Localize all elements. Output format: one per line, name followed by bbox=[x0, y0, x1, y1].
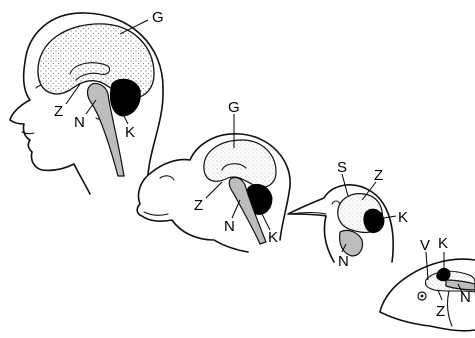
human-label-g: G bbox=[152, 9, 164, 26]
bird-eye bbox=[332, 201, 340, 204]
fish-label-n: N bbox=[460, 289, 471, 306]
monkey-label-g: G bbox=[228, 99, 240, 116]
human-head-group: G Z N K bbox=[10, 9, 164, 194]
monkey-label-n: N bbox=[224, 218, 235, 235]
bird-label-s: S bbox=[337, 159, 347, 176]
fish-pupil bbox=[421, 295, 424, 298]
bird-label-k: K bbox=[398, 209, 408, 226]
human-label-k: K bbox=[125, 124, 135, 141]
fish-head-group: V K Z N bbox=[380, 235, 475, 331]
bird-cerebellum bbox=[364, 209, 384, 232]
monkey-label-z: Z bbox=[194, 197, 203, 214]
monkey-mouth bbox=[144, 212, 168, 215]
human-label-n: N bbox=[74, 114, 85, 131]
human-label-z: Z bbox=[54, 103, 63, 120]
bird-head-group: S Z K N bbox=[288, 159, 408, 270]
fish-cerebellum bbox=[437, 268, 450, 280]
fish-label-k: K bbox=[438, 235, 448, 252]
monkey-eye bbox=[160, 176, 174, 180]
fish-label-v: V bbox=[420, 237, 430, 254]
bird-label-z: Z bbox=[374, 167, 383, 184]
fish-mouth bbox=[380, 312, 408, 322]
fish-label-z: Z bbox=[436, 303, 445, 320]
human-neck-back bbox=[148, 90, 163, 175]
monkey-label-k: K bbox=[268, 229, 278, 246]
bird-label-n: N bbox=[338, 253, 349, 270]
human-cerebellum bbox=[110, 79, 140, 116]
